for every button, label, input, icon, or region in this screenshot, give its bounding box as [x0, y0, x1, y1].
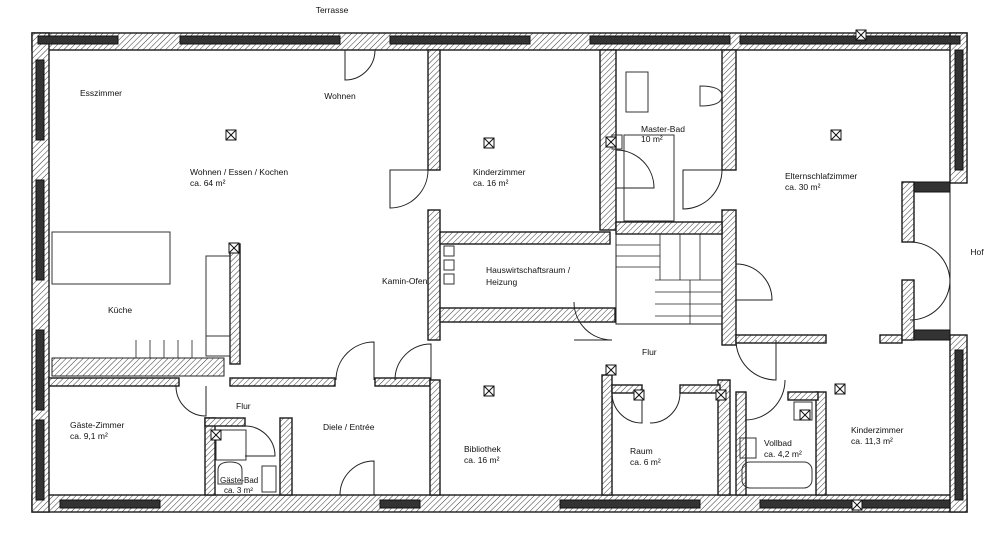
- room-label-entrance: Diele / Entrée: [323, 422, 375, 432]
- kitchen-furniture: [51, 231, 231, 357]
- lamp-icon: [605, 364, 617, 376]
- courtyard-label: Hof: [970, 247, 984, 257]
- room-area-full-bath: ca. 4,2 m²: [764, 449, 802, 459]
- room-label-master-bath: Master-Bad: [641, 124, 685, 134]
- lamp-icon: [483, 137, 495, 149]
- room-label-utility-2: Heizung: [486, 277, 517, 287]
- room-label-library: Bibliothek: [464, 444, 502, 454]
- room-label-kids-room-1: Kinderzimmer: [473, 167, 526, 177]
- room-label-dining: Esszimmer: [80, 88, 122, 98]
- lamp-icon: [851, 499, 863, 511]
- room-label-living: Wohnen: [324, 91, 356, 101]
- room-area-kids-room-2: ca. 11,3 m²: [851, 436, 893, 446]
- fireplace-chimney: [443, 245, 455, 285]
- room-area-kids-room-1: ca. 16 m²: [473, 178, 509, 188]
- room-label-hall-left: Flur: [236, 401, 251, 411]
- room-area-guest-bath: ca. 3 m²: [224, 486, 253, 495]
- room-area-living-dining-kitchen: ca. 64 m²: [190, 178, 226, 188]
- ceiling-lamps: [210, 29, 867, 511]
- lamp-icon: [799, 409, 811, 421]
- lamp-icon: [830, 129, 842, 141]
- interior-walls: [48, 49, 915, 496]
- bath-fixtures: [215, 401, 813, 493]
- lamp-icon: [225, 129, 237, 141]
- lamp-icon: [605, 136, 617, 148]
- lamp-icon: [834, 383, 846, 395]
- room-area-guest-room: ca. 9,1 m²: [70, 431, 108, 441]
- room-label-guest-room: Gäste-Zimmer: [70, 420, 124, 430]
- room-label-room: Raum: [630, 446, 653, 456]
- room-label-utility: Hauswirtschaftsraum /: [486, 265, 571, 275]
- room-label-kitchen: Küche: [108, 305, 132, 315]
- lamp-icon: [633, 389, 645, 401]
- lamp-icon: [715, 389, 727, 401]
- lamp-icon: [855, 29, 867, 41]
- room-label-parents-bedroom: Elternschlafzimmer: [785, 171, 857, 181]
- room-label-full-bath: Vollbad: [764, 438, 792, 448]
- lamp-icon: [210, 429, 222, 441]
- room-label-fireplace: Kamin-Ofen: [382, 276, 428, 286]
- door-swings: [175, 49, 951, 496]
- master-bath-fixtures: [611, 71, 723, 222]
- room-area-library: ca. 16 m²: [464, 455, 500, 465]
- staircase: [51, 233, 723, 377]
- room-area-master-bath: 10 m²: [641, 134, 663, 144]
- room-area-room: ca. 6 m²: [630, 457, 661, 467]
- room-labels: Terrasse Hof Esszimmer Wohnen Wohnen / E…: [70, 5, 984, 495]
- room-area-parents-bedroom: ca. 30 m²: [785, 182, 821, 192]
- lamp-icon: [483, 385, 495, 397]
- room-label-hall-right: Flur: [642, 347, 657, 357]
- room-label-living-dining-kitchen: Wohnen / Essen / Kochen: [190, 167, 288, 177]
- lamp-icon: [228, 242, 240, 254]
- terrace-label: Terrasse: [316, 5, 349, 15]
- room-label-kids-room-2: Kinderzimmer: [851, 425, 904, 435]
- room-label-guest-bath: Gäste-Bad: [220, 476, 258, 485]
